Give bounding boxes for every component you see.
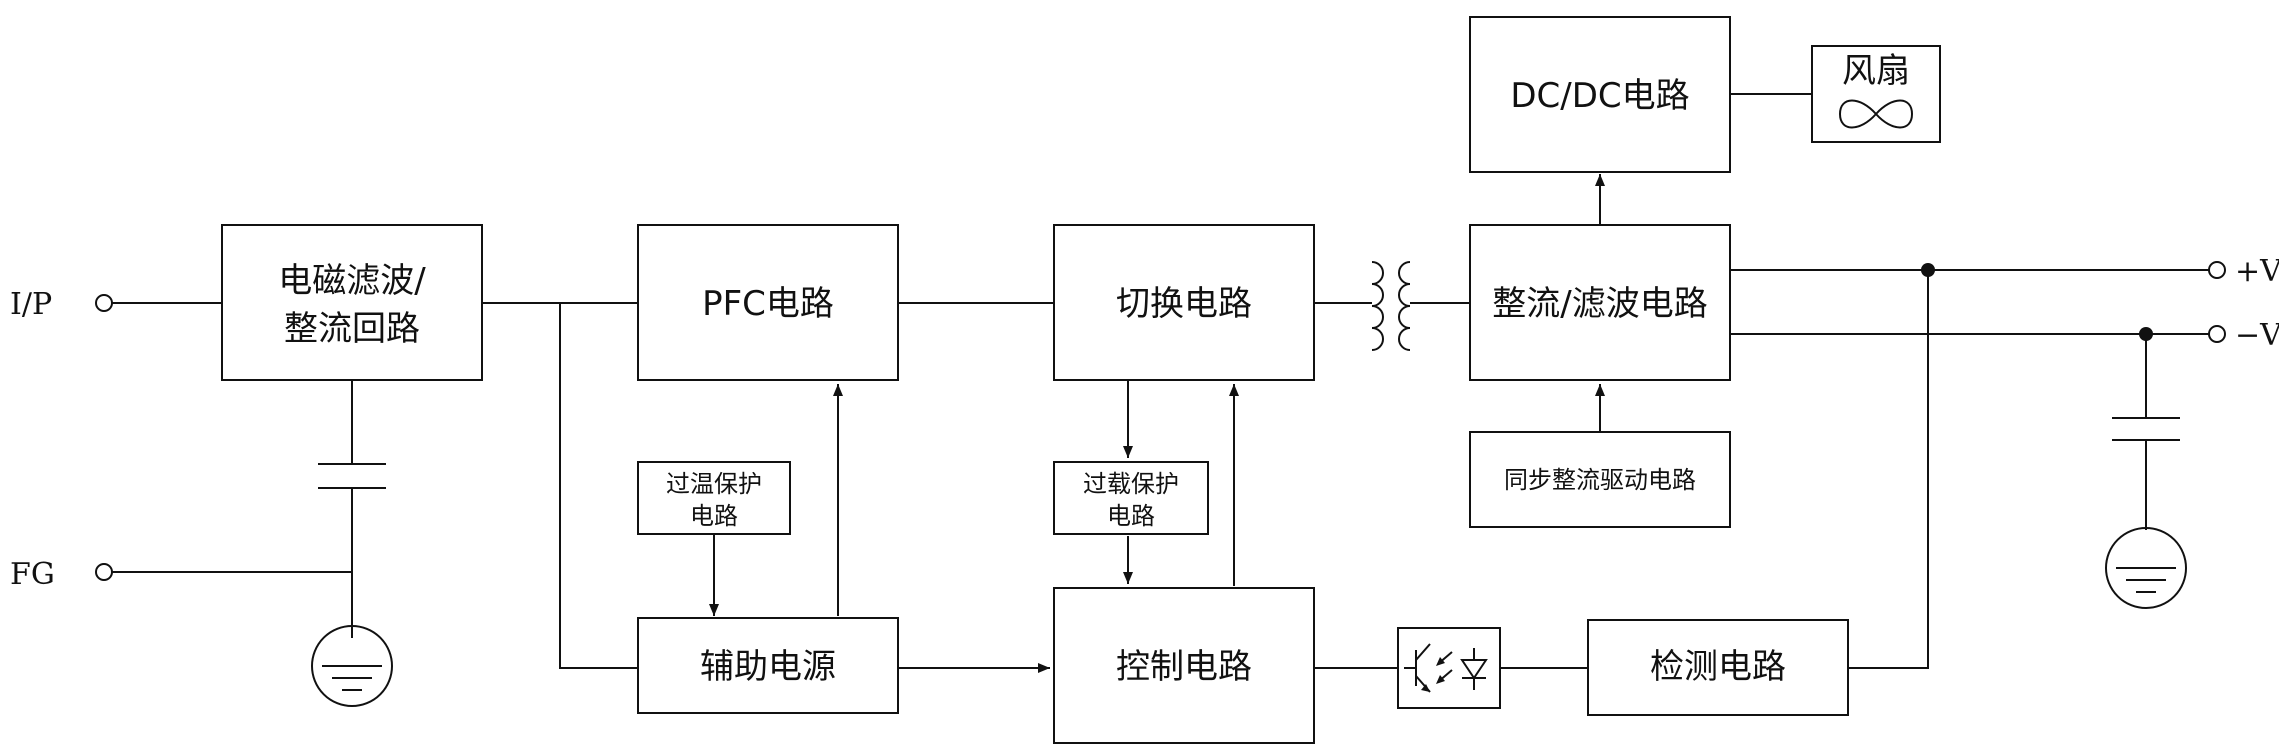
control-label: 控制电路 [1116, 647, 1252, 687]
ground-right-icon [2105, 527, 2187, 609]
emi-filter-block [221, 224, 483, 381]
junction-dot-plus [1921, 263, 1935, 277]
label-fg: FG [10, 557, 55, 592]
fan-block [1811, 45, 1941, 143]
wire-branch-aux [559, 303, 638, 669]
overload-block [1053, 461, 1209, 535]
emi-filter-label-1: 电磁滤波/ [278, 261, 426, 301]
wires [112, 93, 2209, 673]
pfc-block [637, 224, 899, 381]
pfc-label: PFC电路 [702, 284, 834, 324]
terminal-fg [95, 563, 113, 581]
overload-label-1: 过载保护 [1083, 470, 1179, 498]
control-block [1053, 587, 1315, 744]
terminal-ip [95, 294, 113, 312]
detect-label: 检测电路 [1650, 647, 1786, 687]
sync-drive-label: 同步整流驱动电路 [1504, 466, 1696, 494]
ground-left-icon [311, 625, 393, 707]
sync-drive-block [1469, 431, 1731, 528]
overtemp-label-2: 电路 [690, 502, 738, 530]
switch-block [1053, 224, 1315, 381]
detect-block [1587, 619, 1849, 716]
terminal-minus-v [2208, 325, 2226, 343]
label-plus-v: +V [2235, 254, 2279, 289]
overtemp-block [637, 461, 791, 535]
overload-label-2: 电路 [1107, 502, 1155, 530]
transformer-icon [1371, 261, 1411, 351]
dcdc-label: DC/DC电路 [1510, 76, 1689, 116]
wire-plusv-detect [1848, 270, 1929, 669]
aux-power-block [637, 617, 899, 714]
fan-icon [1838, 99, 1914, 129]
terminal-plus-v [2208, 261, 2226, 279]
aux-power-label: 辅助电源 [700, 647, 836, 687]
overtemp-label-1: 过温保护 [666, 470, 762, 498]
label-ip: I/P [10, 287, 52, 322]
capacitor-left [318, 463, 386, 489]
switch-label: 切换电路 [1116, 284, 1252, 324]
label-minus-v: −V [2235, 318, 2279, 353]
emi-filter-label-2: 整流回路 [284, 309, 420, 349]
fan-label: 风扇 [1842, 51, 1910, 91]
rectifier-block [1469, 224, 1731, 381]
rectifier-label: 整流/滤波电路 [1492, 284, 1707, 324]
dcdc-block [1469, 16, 1731, 173]
junction-dot-minus [2139, 327, 2153, 341]
capacitor-right [2112, 417, 2180, 441]
optocoupler-icon [1397, 627, 1501, 709]
